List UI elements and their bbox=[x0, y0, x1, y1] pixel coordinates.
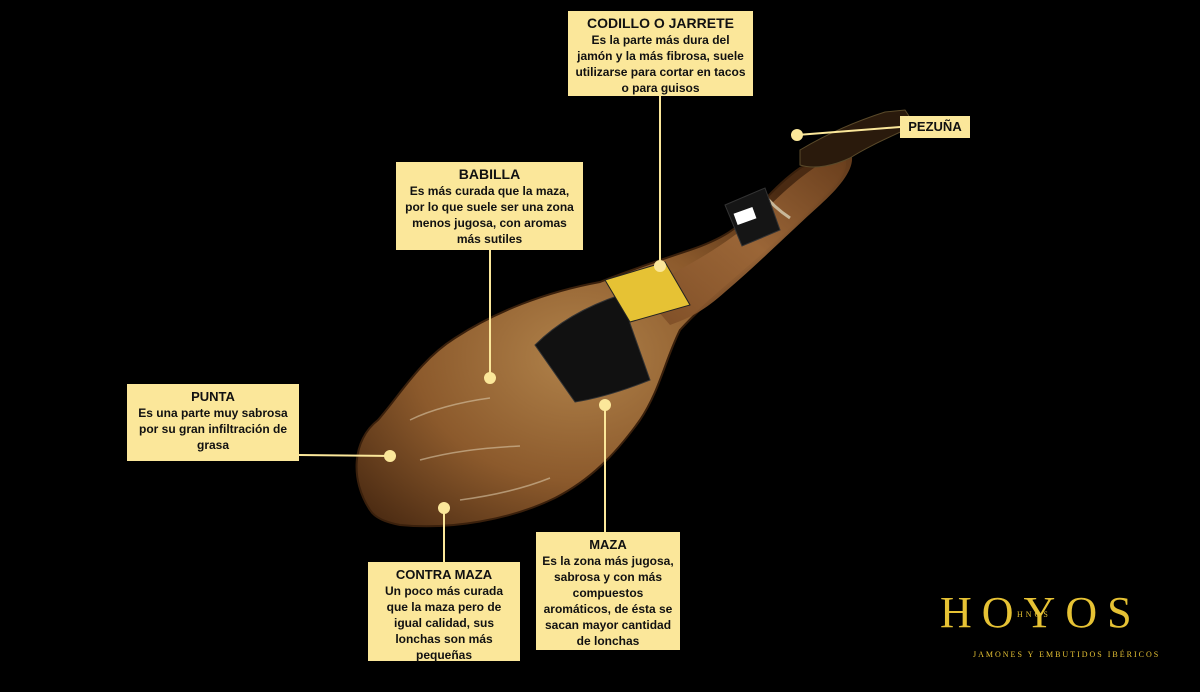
codillo-title: CODILLO O JARRETE bbox=[586, 15, 734, 31]
connector-lines bbox=[298, 96, 901, 562]
hoyos-logo: HOYOS HNOS JAMONES Y EMBUTIDOS IBÉRICOS bbox=[935, 588, 1200, 668]
contramaza-desc: Un poco más curada que la maza pero de i… bbox=[384, 584, 504, 662]
ham-illustration bbox=[355, 109, 916, 528]
contramaza-title: CONTRA MAZA bbox=[395, 567, 493, 582]
babilla-title: BABILLA bbox=[458, 166, 521, 182]
label-contramaza: CONTRA MAZA Un poco más curada que la ma… bbox=[368, 562, 520, 662]
babilla-desc: Es más curada que la maza, por lo que su… bbox=[405, 184, 574, 246]
label-maza: MAZA Es la zona más jugosa, sabrosa y co… bbox=[536, 532, 680, 650]
codillo-desc: Es la parte más dura del jamón y la más … bbox=[575, 33, 746, 95]
maza-desc: Es la zona más jugosa, sabrosa y con más… bbox=[542, 554, 674, 648]
label-codillo: CODILLO O JARRETE Es la parte más dura d… bbox=[568, 11, 753, 96]
maza-title: MAZA bbox=[589, 537, 627, 552]
punta-desc: Es una parte muy sabrosa por su gran inf… bbox=[138, 406, 288, 452]
punta-title: PUNTA bbox=[191, 389, 235, 404]
label-punta: PUNTA Es una parte muy sabrosa por su gr… bbox=[127, 384, 299, 461]
pezuna-title: PEZUÑA bbox=[908, 119, 962, 134]
label-babilla: BABILLA Es más curada que la maza, por l… bbox=[396, 162, 583, 250]
label-pezuna: PEZUÑA bbox=[900, 116, 970, 138]
logo-name: HOYOS bbox=[940, 588, 1142, 637]
logo-hnos: HNOS bbox=[1017, 610, 1051, 619]
logo-tagline: JAMONES Y EMBUTIDOS IBÉRICOS bbox=[973, 650, 1161, 659]
